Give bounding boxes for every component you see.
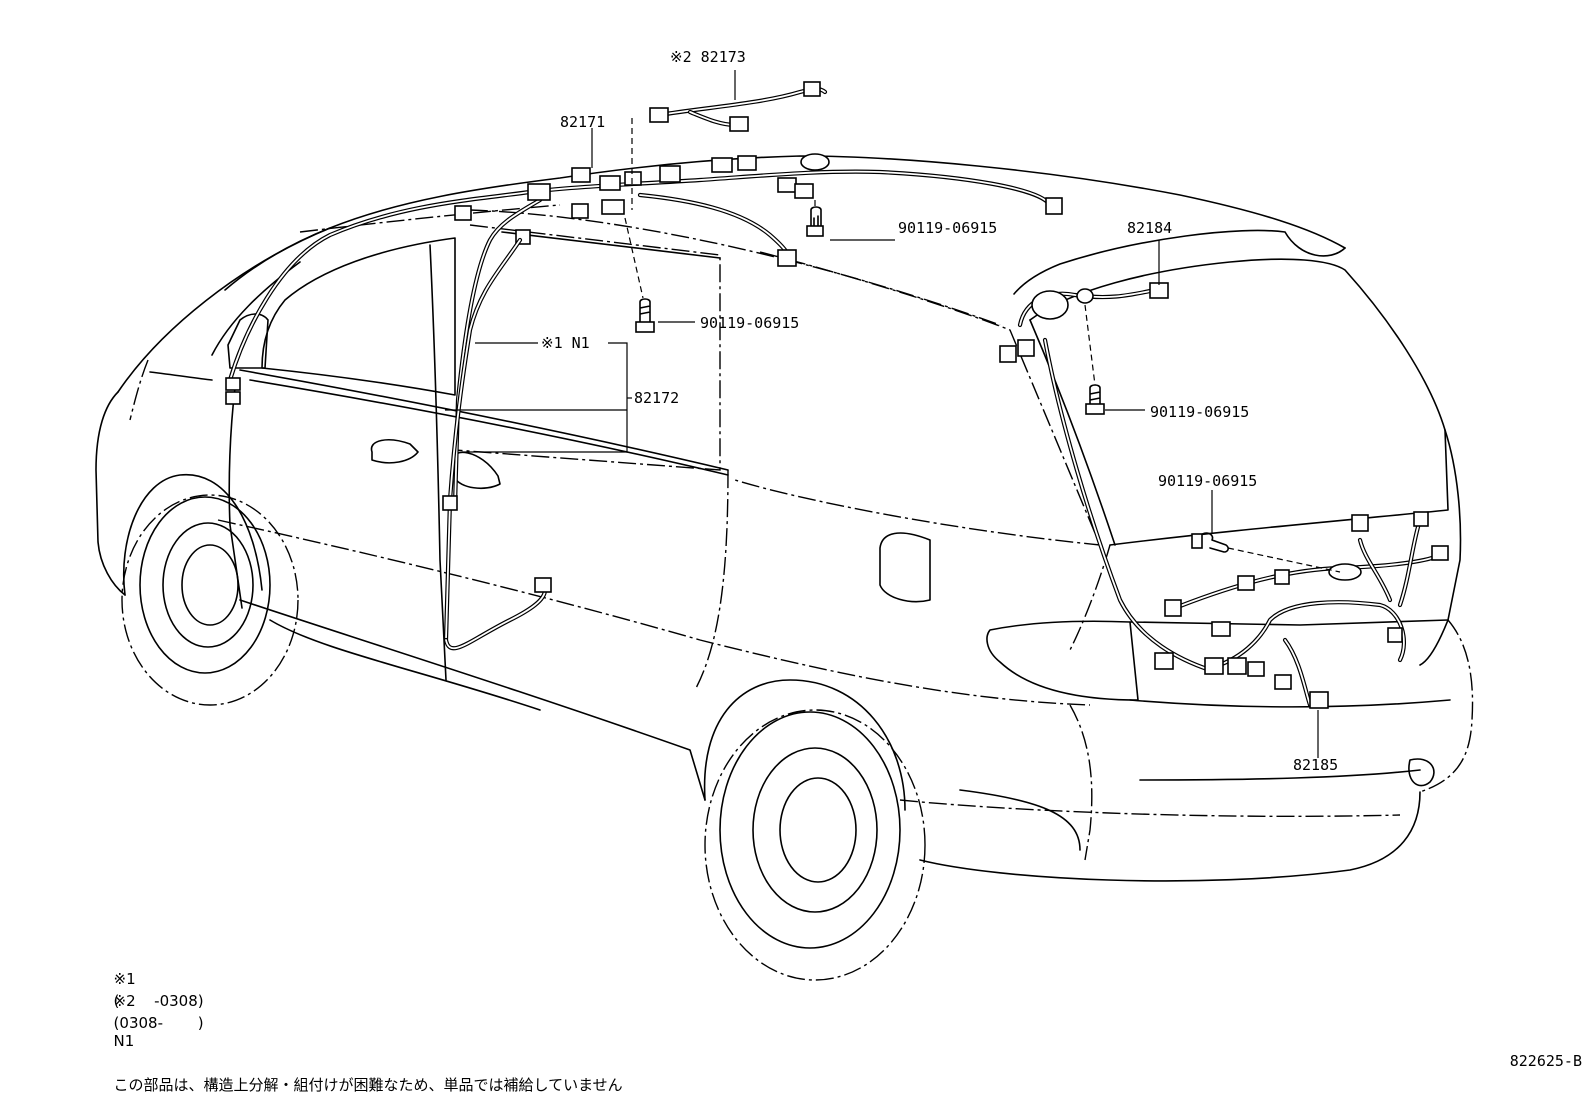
footnote-n1: N1 この部品は、構造上分解・組付けが困難なため、単品では補給していません bbox=[104, 1008, 623, 1096]
bolt-front bbox=[624, 217, 655, 333]
footnote-1-text: ( -0308) bbox=[113, 992, 204, 1010]
bolt-rear-lower bbox=[1191, 532, 1341, 573]
label-bolt-rear-upper: 90119-06915 bbox=[1150, 403, 1249, 421]
front-wheel bbox=[121, 473, 299, 706]
connector bbox=[527, 183, 551, 201]
footnote-n1-desc: この部品は、構造上分解・組付けが困難なため、単品では補給していません bbox=[113, 1076, 623, 1094]
bolt-roof bbox=[806, 200, 824, 237]
harness-82173 bbox=[631, 81, 828, 210]
label-bolt-roof: 90119-06915 bbox=[898, 219, 997, 237]
harness-82185 bbox=[1154, 511, 1449, 709]
label-82185: 82185 bbox=[1293, 756, 1338, 774]
label-bolt-front: 90119-06915 bbox=[700, 314, 799, 332]
harness-82171-connectors bbox=[225, 153, 1063, 405]
footnote-n1-label: N1 bbox=[113, 1032, 135, 1050]
diagram-id: 822625-B bbox=[1509, 1052, 1582, 1070]
part-labels: ※2 82173 82171 90119-06915 82184 90119-0… bbox=[541, 48, 1338, 774]
label-82171: 82171 bbox=[560, 113, 605, 131]
footnote-1-mark: ※1 bbox=[113, 970, 136, 988]
bolt-rear-upper bbox=[1084, 304, 1105, 415]
label-82173: ※2 82173 bbox=[670, 48, 746, 66]
footnote-2: ※2 (0308- ) bbox=[104, 968, 204, 1034]
harness-82172 bbox=[442, 237, 552, 651]
label-82184: 82184 bbox=[1127, 219, 1172, 237]
label-bolt-rear-lower: 90119-06915 bbox=[1158, 472, 1257, 490]
label-82172-note: ※1 N1 bbox=[541, 334, 590, 352]
leader-lines bbox=[445, 70, 1319, 758]
footnote-2-text: (0308- ) bbox=[113, 1014, 204, 1032]
footnote-1: ※1 ( -0308) bbox=[104, 946, 204, 1012]
rear-wheel bbox=[703, 679, 926, 981]
label-82172: 82172 bbox=[634, 389, 679, 407]
footnote-2-mark: ※2 bbox=[113, 992, 136, 1010]
